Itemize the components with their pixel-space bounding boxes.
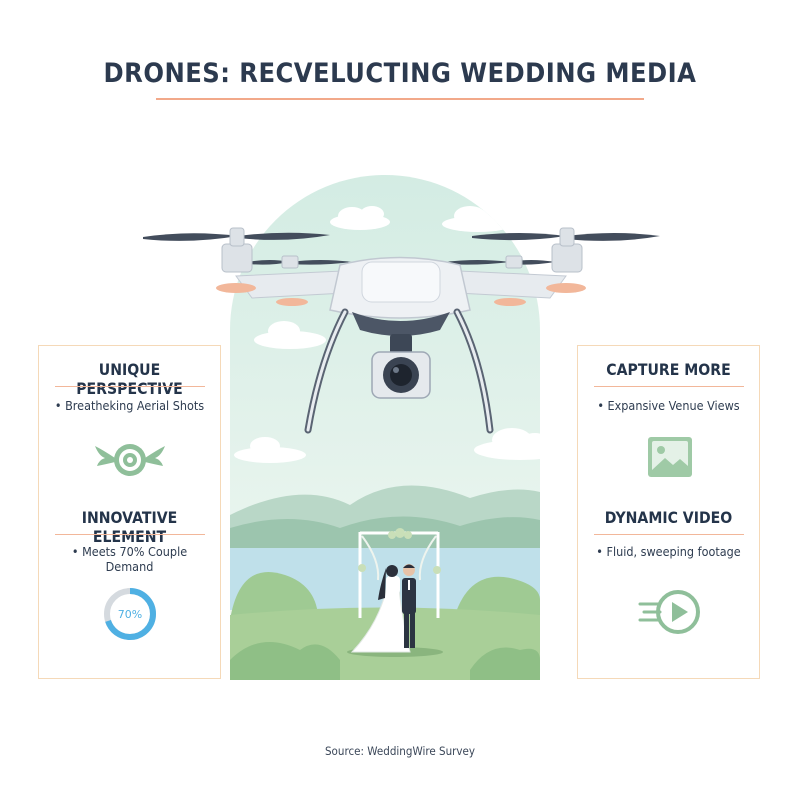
clouds xyxy=(234,206,540,463)
play-motion-icon xyxy=(638,590,700,634)
bride-dress xyxy=(350,579,411,653)
unique-perspective-heading: UNIQUE PERSPECTIVE xyxy=(76,360,183,398)
bride-hair xyxy=(378,568,386,600)
couple-demand-bullet: • Meets 70% Couple Demand xyxy=(71,544,188,574)
landscape-image-icon xyxy=(648,437,692,477)
left-led xyxy=(216,283,256,293)
drone-illustration xyxy=(143,227,660,434)
camera-lens xyxy=(390,364,412,386)
title-underline xyxy=(156,98,644,100)
drone-top-shell xyxy=(361,261,441,303)
gauge-label: 70% xyxy=(118,608,142,621)
aerial-shots-bullet: • Breatheking Aerial Shots xyxy=(54,398,205,413)
right-led xyxy=(546,283,586,293)
progress-ring-icon: 70% xyxy=(104,588,156,640)
bride-bodice xyxy=(386,576,400,594)
motors xyxy=(221,227,583,273)
foreground-bush-right xyxy=(470,647,540,680)
gimbal xyxy=(390,334,412,354)
left-feature-panel: UNIQUE PERSPECTIVE • Breatheking Aerial … xyxy=(38,345,221,679)
groom-hair xyxy=(403,564,415,568)
arch-flowers xyxy=(358,528,441,574)
foreground-bush-left xyxy=(230,642,340,680)
drone-underside xyxy=(352,312,450,336)
right-feature-panel: CAPTURE MORE • Expansive Venue Views DYN… xyxy=(577,345,760,679)
groom-jacket xyxy=(402,578,416,614)
gauge-fill xyxy=(104,588,156,640)
bride-head xyxy=(386,565,398,577)
capture-more-heading: CAPTURE MORE xyxy=(606,360,731,379)
dynamic-video-heading: DYNAMIC VIDEO xyxy=(604,508,733,527)
page-title: DRONES: RECVELUCTING WEDDING MEDIA xyxy=(103,58,697,89)
venue-views-bullet: • Expansive Venue Views xyxy=(597,398,740,413)
heading-rule xyxy=(594,386,744,387)
propellers xyxy=(143,232,660,265)
winged-target-icon xyxy=(95,444,165,476)
arch-drapery xyxy=(361,535,437,581)
heading-rule xyxy=(55,534,205,535)
innovative-element-heading: INNOVATIVE ELEMENT xyxy=(81,508,178,546)
sweeping-footage-bullet: • Fluid, sweeping footage xyxy=(596,544,741,559)
wedding-couple xyxy=(350,564,416,653)
source-footnote: Source: WeddingWire Survey xyxy=(324,744,476,758)
heading-rule xyxy=(594,534,744,535)
heading-rule xyxy=(55,386,205,387)
